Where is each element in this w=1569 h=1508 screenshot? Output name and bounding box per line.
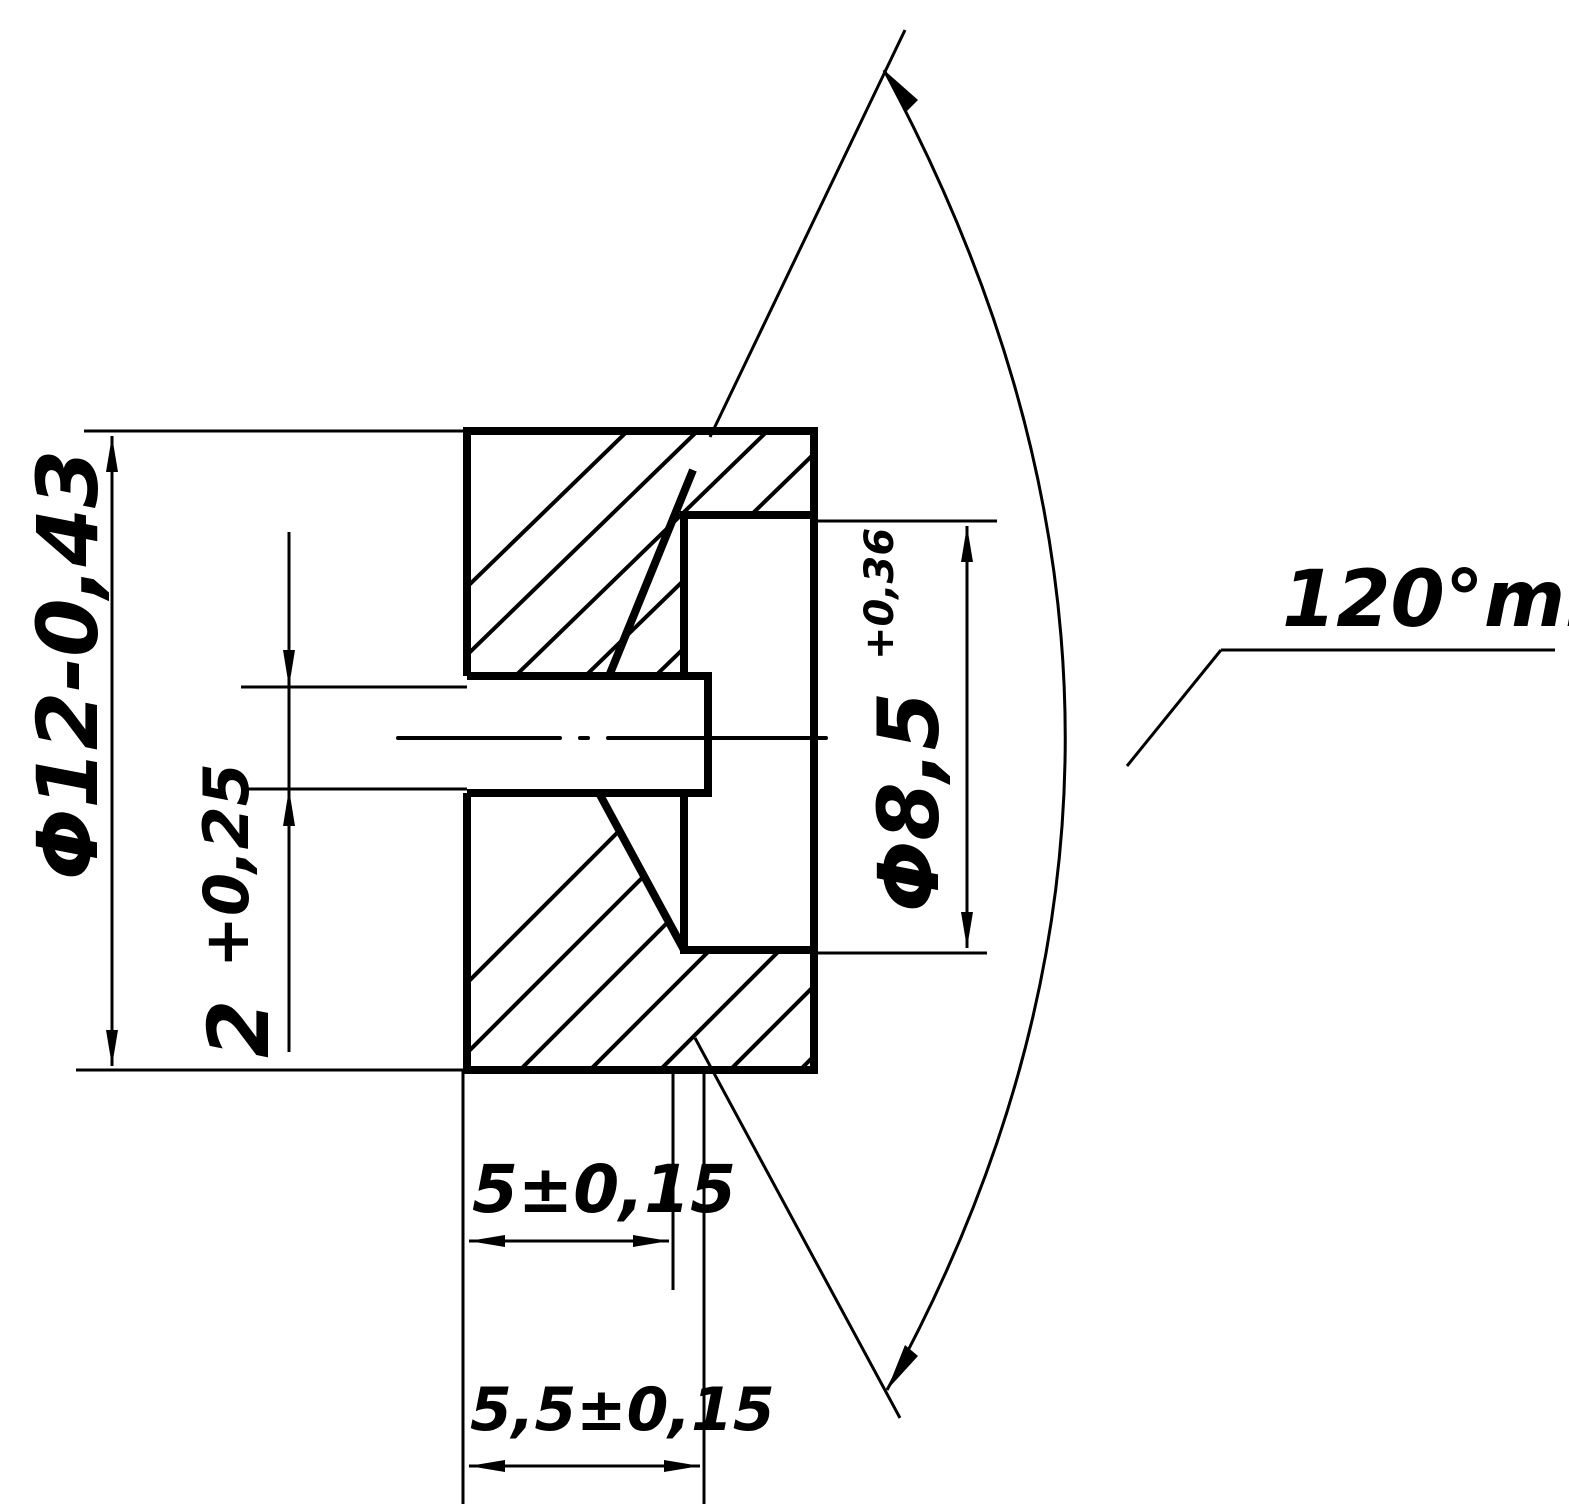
bore-diameter-dimension — [814, 519, 997, 955]
slot-width-dimension — [241, 532, 467, 1052]
depth-inner-label: 5±0,15 — [472, 1151, 736, 1228]
angle-dimension — [693, 29, 1555, 1419]
bore-diameter-label: Φ8,5 — [860, 692, 958, 912]
angle-label: 120°min — [1282, 555, 1569, 645]
bore-tolerance-label: +0,36 — [857, 528, 903, 660]
depth-total-label: 5,5±0,15 — [470, 1375, 775, 1445]
outer-diameter-label: Φ12-0,43 — [19, 450, 117, 880]
outer-diameter-dimension — [76, 429, 467, 1072]
slot-width-label: 2 — [190, 1000, 288, 1058]
part-outline — [463, 427, 818, 1074]
slot-tolerance-label: +0,25 — [190, 763, 263, 968]
depth-dimensions — [461, 1070, 706, 1504]
